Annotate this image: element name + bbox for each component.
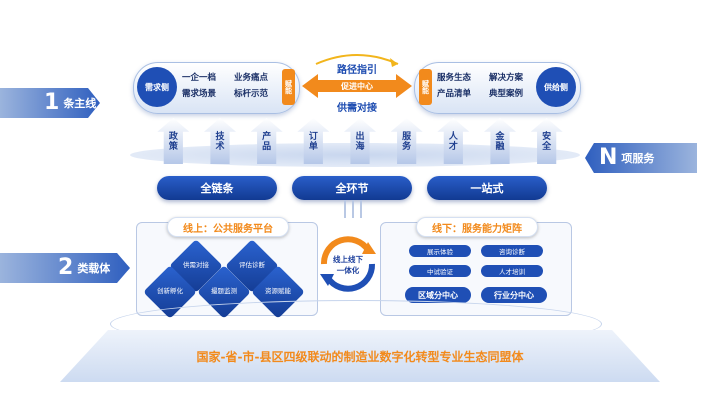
services-tag: N 项服务 [585, 143, 697, 173]
offline-title: 线下：服务能力矩阵 [416, 217, 538, 237]
demand-item: 业务痛点 [234, 73, 269, 83]
supply-side-circle: 供给侧 [536, 67, 576, 107]
diamond-label: 资源赋能 [265, 287, 291, 295]
arrow-label: 金融 [495, 132, 505, 152]
supply-item: 产品清单 [437, 89, 472, 99]
arrow-row: 政策 技术 产品 订单 出海 服务 人才 金融 安全 [150, 118, 570, 168]
services-number: N [599, 145, 618, 170]
supply-side-label: 供给侧 [544, 82, 568, 92]
connector [344, 200, 346, 218]
industry-center: 行业分中心 [481, 287, 547, 303]
diamond-label: 供需对接 [183, 261, 209, 269]
demand-item: 一企一档 [182, 73, 217, 83]
arrow-label: 政策 [168, 132, 178, 152]
main-line-label: 条主线 [63, 96, 97, 110]
diamond-label: 创新孵化 [157, 287, 183, 295]
connector [360, 200, 362, 218]
supply-panel: 赋能 服务生态 解决方案 产品清单 典型案例 供给侧 [414, 62, 581, 114]
main-line-number: 1 [44, 90, 60, 115]
foundation-text: 国家-省-市-县区四级联动的制造业数字化转型专业生态同盟体 [196, 349, 524, 364]
arrow-label: 人才 [448, 132, 458, 152]
diamond-label: 评估诊断 [239, 261, 265, 269]
cycle-icon [320, 236, 376, 292]
foundation-banner: 国家-省-市-县区四级联动的制造业数字化转型专业生态同盟体 [60, 330, 660, 382]
supply-item: 服务生态 [437, 73, 472, 83]
carriers-label: 类载体 [77, 261, 111, 275]
main-line-tag: 1 条主线 [0, 88, 100, 118]
demand-item: 标杆示范 [234, 89, 269, 99]
bar-full-link: 全环节 [292, 176, 412, 200]
demand-item: 需求场景 [182, 89, 217, 99]
regional-center: 区域分中心 [405, 287, 471, 303]
bar-full-chain: 全链条 [157, 176, 277, 200]
offline-item: 展示体验 [409, 245, 471, 257]
carriers-number: 2 [58, 255, 74, 280]
demand-panel: 需求侧 一企一档 业务痛点 需求场景 标杆示范 赋能 [133, 62, 300, 114]
enable-badge-left: 赋能 [282, 69, 295, 105]
center-arrows [302, 54, 412, 98]
arrow-label: 服务 [402, 132, 412, 152]
path-guide-label: 路径指引 [337, 65, 377, 76]
bar-one-stop: 一站式 [427, 176, 547, 200]
enable-badge-right: 赋能 [419, 69, 432, 105]
cycle-text-1: 线上线下 [333, 255, 363, 264]
supply-item: 典型案例 [489, 89, 524, 99]
arrow-label: 产品 [262, 132, 272, 152]
connector [352, 200, 354, 218]
supply-item: 解决方案 [489, 73, 524, 83]
arrow-label: 出海 [355, 132, 365, 152]
supply-demand-label: 供需对接 [337, 103, 377, 114]
cycle-text-2: 一体化 [336, 266, 360, 275]
offline-item: 人才培训 [481, 265, 543, 277]
arrow-label: 安全 [542, 132, 552, 152]
demand-side-label: 需求侧 [145, 82, 169, 92]
arrow-label: 技术 [215, 132, 225, 152]
carriers-tag: 2 类载体 [0, 253, 130, 283]
promotion-center-label: 促进中心 [341, 82, 373, 91]
diamond-label: 撮题监测 [211, 287, 237, 295]
arrow-label: 订单 [308, 132, 318, 152]
offline-item: 咨询诊断 [481, 245, 543, 257]
services-label: 项服务 [621, 151, 655, 165]
offline-item: 中试验证 [409, 265, 471, 277]
online-title: 线上：公共服务平台 [167, 217, 289, 237]
demand-side-circle: 需求侧 [137, 67, 177, 107]
